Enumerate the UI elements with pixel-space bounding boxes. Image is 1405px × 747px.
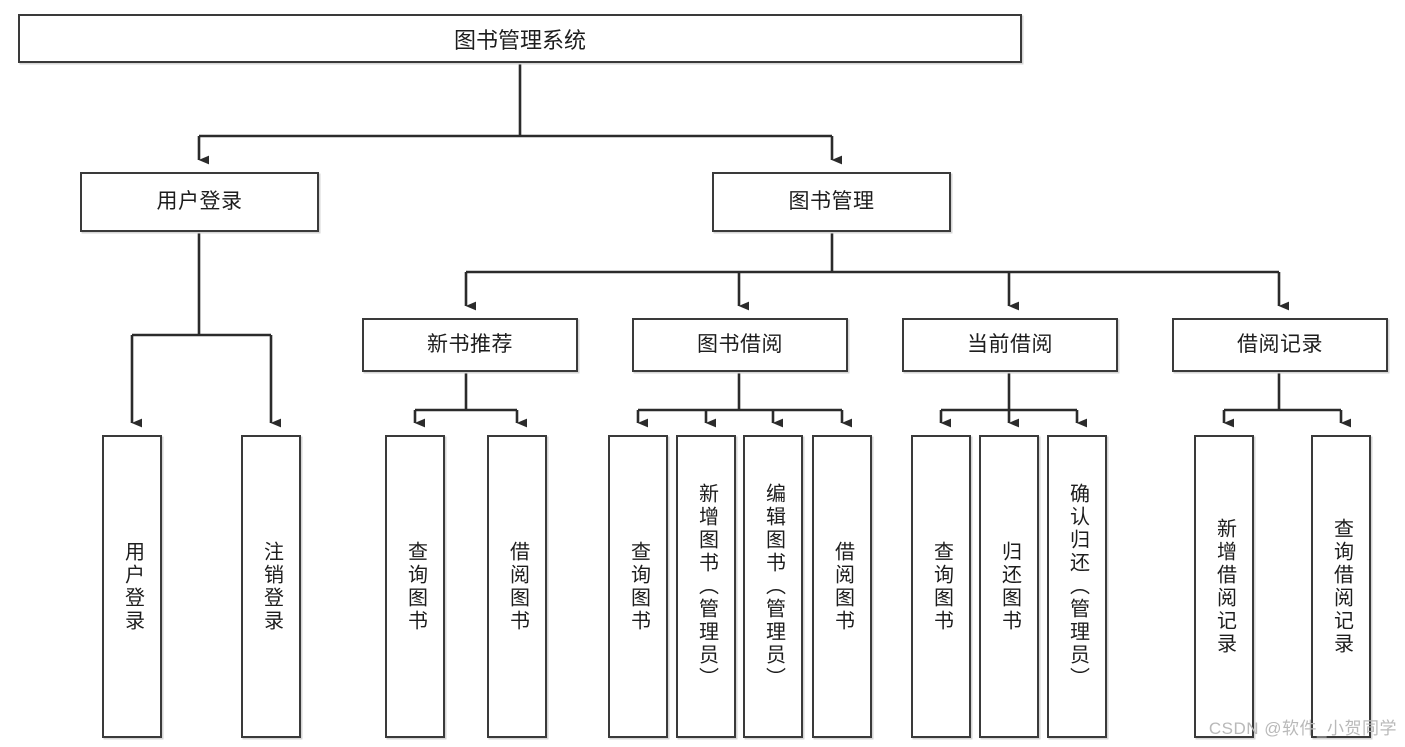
node-book-borrow[interactable]: 图书借阅 xyxy=(632,318,848,372)
leaf-add-book[interactable]: 新增图书（管理员） xyxy=(676,435,736,738)
node-label: 新增图书（管理员） xyxy=(695,483,718,690)
node-current-borrow[interactable]: 当前借阅 xyxy=(902,318,1118,372)
node-label: 查询图书 xyxy=(404,540,427,633)
node-label: 编辑图书（管理员） xyxy=(762,483,785,690)
node-user-login[interactable]: 用户登录 xyxy=(80,172,319,232)
node-label: 用户登录 xyxy=(156,190,243,214)
node-label: 新书推荐 xyxy=(427,333,513,357)
node-label: 图书借阅 xyxy=(697,333,783,357)
node-label: 归还图书 xyxy=(998,540,1021,633)
node-label: 查询借阅记录 xyxy=(1330,517,1353,656)
leaf-confirm-return[interactable]: 确认归还（管理员） xyxy=(1047,435,1107,738)
leaf-borrow-book-1[interactable]: 借阅图书 xyxy=(487,435,547,738)
node-label: 借阅图书 xyxy=(831,540,854,633)
node-root-system[interactable]: 图书管理系统 xyxy=(18,14,1022,63)
leaf-query-book-1[interactable]: 查询图书 xyxy=(385,435,445,738)
node-label: 借阅图书 xyxy=(506,540,529,633)
node-label: 用户登录 xyxy=(121,540,144,633)
node-label: 图书管理系统 xyxy=(453,27,586,53)
node-label: 确认归还（管理员） xyxy=(1066,483,1089,690)
node-label: 查询图书 xyxy=(930,540,953,633)
node-book-manage[interactable]: 图书管理 xyxy=(712,172,951,232)
leaf-query-book-2[interactable]: 查询图书 xyxy=(608,435,668,738)
leaf-query-record[interactable]: 查询借阅记录 xyxy=(1311,435,1371,738)
node-label: 当前借阅 xyxy=(967,333,1053,357)
leaf-borrow-book-2[interactable]: 借阅图书 xyxy=(812,435,872,738)
node-label: 注销登录 xyxy=(260,540,283,633)
node-label: 借阅记录 xyxy=(1237,333,1323,357)
node-label: 新增借阅记录 xyxy=(1213,517,1236,656)
node-new-book-rec[interactable]: 新书推荐 xyxy=(362,318,578,372)
node-borrow-record[interactable]: 借阅记录 xyxy=(1172,318,1388,372)
node-label: 图书管理 xyxy=(788,190,875,214)
watermark-text: CSDN @软件_小贺同学 xyxy=(1208,719,1397,738)
leaf-query-book-3[interactable]: 查询图书 xyxy=(911,435,971,738)
leaf-add-record[interactable]: 新增借阅记录 xyxy=(1194,435,1254,738)
leaf-edit-book[interactable]: 编辑图书（管理员） xyxy=(743,435,803,738)
leaf-user-login[interactable]: 用户登录 xyxy=(102,435,162,738)
node-label: 查询图书 xyxy=(627,540,650,633)
leaf-return-book[interactable]: 归还图书 xyxy=(979,435,1039,738)
leaf-logout[interactable]: 注销登录 xyxy=(241,435,301,738)
